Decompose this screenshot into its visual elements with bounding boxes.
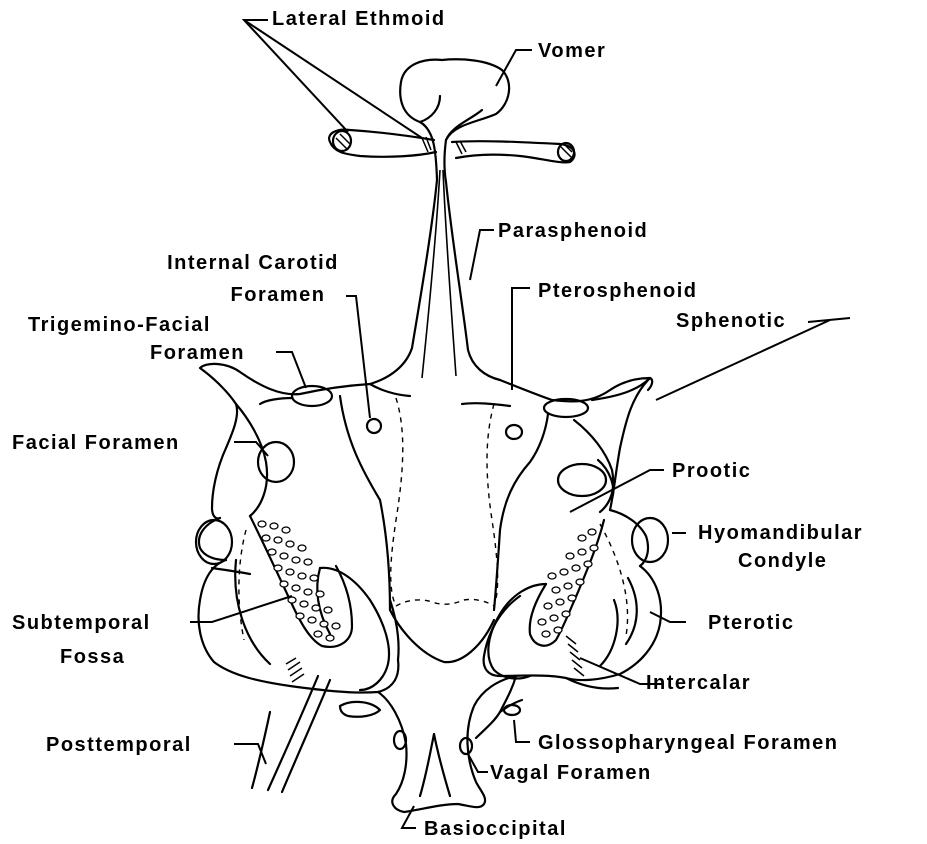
label-pterosphenoid: Pterosphenoid: [538, 280, 698, 302]
label-subtemporal-line1: Subtemporal: [12, 612, 151, 634]
parasphenoid-bone: [370, 180, 500, 384]
label-vomer: Vomer: [538, 40, 606, 62]
parasphenoid-ridges: [422, 170, 456, 378]
facial-foramen: [258, 442, 294, 482]
label-prootic: Prootic: [672, 460, 751, 482]
label-vagal-foramen: Vagal Foramen: [490, 762, 652, 784]
ethmoid-hatching: [336, 134, 572, 158]
basioccipital-notch: [420, 734, 450, 796]
fossa-pits-left: [258, 521, 340, 641]
trigemino-facial-foramen: [292, 386, 332, 406]
label-hyomandibular-line1: Hyomandibular: [698, 522, 863, 544]
label-pterotic: Pterotic: [708, 612, 794, 634]
label-glossopharyngeal-foramen: Glossopharyngeal Foramen: [538, 732, 839, 754]
label-trigemino-facial-line1: Trigemino-Facial: [28, 314, 211, 336]
label-trigemino-facial-line2: Foramen: [150, 342, 245, 364]
vomer-bone: [400, 59, 509, 182]
label-hyomandibular-line2: Condyle: [738, 550, 827, 572]
vagal-foramen: [460, 738, 472, 754]
right-facial-foramen: [558, 464, 606, 496]
label-intercalar: Intercalar: [646, 672, 751, 694]
internal-carotid-foramen: [367, 419, 381, 433]
glossopharyngeal-foramen: [504, 705, 520, 715]
dashed-sutures: [239, 398, 628, 640]
left-condyle: [196, 520, 232, 564]
posttemporal-bone: [252, 676, 330, 792]
label-internal-carotid-line2: Foramen: [208, 284, 348, 306]
label-sphenotic: Sphenotic: [676, 310, 786, 332]
right-carotid-foramen: [506, 425, 522, 439]
label-facial-foramen: Facial Foramen: [12, 432, 180, 454]
fossa-pits-right: [538, 529, 598, 637]
hyomandibular-condyle: [632, 518, 668, 562]
label-parasphenoid: Parasphenoid: [498, 220, 648, 242]
label-basioccipital: Basioccipital: [424, 818, 567, 840]
label-internal-carotid-line1: Internal Carotid: [138, 252, 368, 274]
lateral-ethmoid-bone: [329, 130, 574, 163]
label-subtemporal-line2: Fossa: [60, 646, 125, 668]
label-posttemporal: Posttemporal: [46, 734, 192, 756]
subtemporal-fossa-right: [488, 520, 604, 678]
label-lateral-ethmoid: Lateral Ethmoid: [272, 8, 446, 30]
